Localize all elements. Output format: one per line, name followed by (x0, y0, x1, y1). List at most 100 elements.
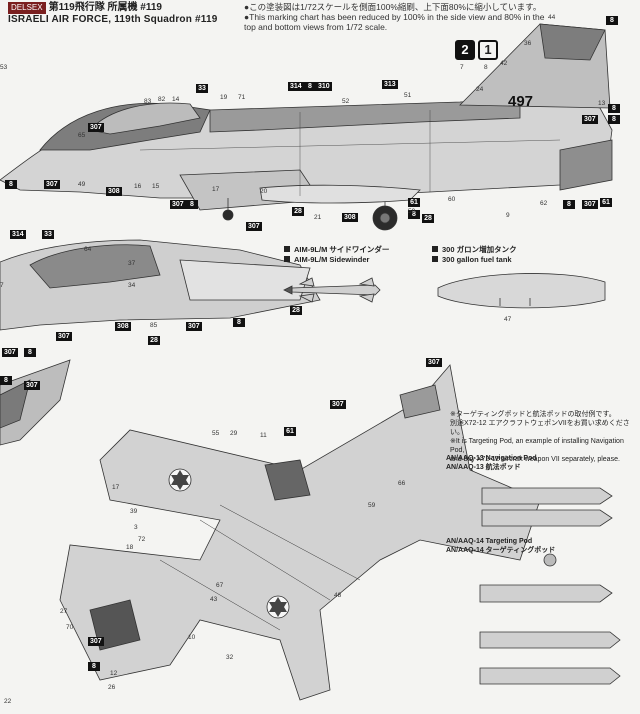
marking-badge-1: 1 (478, 40, 498, 60)
part-number: 44 (548, 14, 556, 21)
callout-tag: 307 (88, 637, 104, 646)
part-number: 21 (314, 214, 322, 221)
pod-note-jp-2: 別途X72-12 エアクラフトウェポンVIIをお買い求めください。 (450, 420, 630, 436)
navigation-pod-drawings (481, 487, 613, 527)
part-number: 39 (130, 508, 138, 515)
part-number: 8 (484, 64, 488, 71)
callout-tag: 8 (24, 348, 36, 357)
callout-tag: 28 (292, 207, 304, 216)
callout-tag: 8 (606, 16, 618, 25)
part-number: 49 (78, 181, 86, 188)
part-number: 18 (126, 544, 134, 551)
callout-tag: 307 (186, 322, 202, 331)
part-number: 53 (0, 64, 8, 71)
callout-tag: 8 (608, 104, 620, 113)
part-number: 71 (238, 94, 246, 101)
jp-title: 第119飛行隊 所属機 #119 (48, 2, 162, 13)
part-number: 10 (188, 634, 196, 641)
part-number: 67 (216, 582, 224, 589)
callout-tag: 33 (42, 230, 54, 239)
callout-tag: 308 (115, 322, 131, 331)
part-number: 7 (460, 64, 464, 71)
part-number: 26 (108, 684, 116, 691)
callout-tag: 8 (186, 200, 198, 209)
part-number: 59 (368, 502, 376, 509)
part-number: 3 (134, 524, 138, 531)
callout-tag: 307 (582, 115, 598, 124)
callout-tag: 28 (422, 214, 434, 223)
marking-badge-2: 2 (455, 40, 475, 60)
callout-tag: 307 (170, 200, 186, 209)
part-number: 47 (504, 316, 512, 323)
part-number: 72 (138, 536, 146, 543)
part-number: 42 (500, 60, 508, 67)
callout-tag: 28 (148, 336, 160, 345)
callout-tag: 61 (284, 427, 296, 436)
legend-aim9-jp-text: AIM-9L/M サイドワインダー (294, 245, 390, 254)
part-number: 9 (506, 212, 510, 219)
callout-tag: 307 (88, 123, 104, 132)
part-number: 36 (524, 40, 532, 47)
legend-aim9-en: AIM-9L/M Sidewinder (284, 255, 369, 264)
part-number: 51 (404, 92, 412, 99)
part-number: 64 (84, 246, 92, 253)
tail-number-graphic: 497 (508, 93, 533, 110)
part-number: 17 (212, 186, 220, 193)
part-number: 65 (78, 132, 86, 139)
part-number: 37 (128, 260, 136, 267)
fuel-tank-drawing (437, 273, 606, 309)
part-number: 11 (260, 432, 267, 439)
callout-tag: 307 (44, 180, 60, 189)
tgt-pod-jp: AN/AAQ-14 ターゲティングポッド (446, 546, 556, 554)
tgt-pod-en: AN/AAQ-14 Targeting Pod (446, 538, 533, 545)
callout-tag: 313 (382, 80, 398, 89)
legend-tank-en: 300 gallon fuel tank (432, 255, 512, 264)
part-number: 24 (476, 86, 484, 93)
left-partial-wing (0, 359, 71, 446)
part-number: 83 (144, 98, 152, 105)
part-number: 15 (152, 183, 160, 190)
part-number: 70 (66, 624, 74, 631)
part-number: 55 (212, 430, 220, 437)
scale-note-en-2: top and bottom views from 1/72 scale. (244, 22, 388, 32)
legend-tank-jp: 300 ガロン増加タンク (432, 245, 517, 254)
pod-note-jp-1: ※ターゲティングポッドと航法ポッドの取付例です。 (450, 411, 616, 418)
sidewinder-drawing (283, 277, 381, 303)
part-number: 14 (172, 96, 180, 103)
callout-tag: 8 (88, 662, 100, 671)
callout-tag: 8 (0, 376, 12, 385)
callout-tag: 314 (10, 230, 26, 239)
callout-tag: 33 (196, 84, 208, 93)
part-number: 60 (448, 196, 456, 203)
pod-note-en-2: and buy X72-12 aircraft weapon VII separ… (450, 456, 620, 463)
side-view-aircraft (0, 23, 613, 231)
part-number: 66 (398, 480, 406, 487)
callout-tag: 61 (600, 198, 612, 207)
part-number: 82 (158, 96, 166, 103)
part-number: 20 (260, 188, 268, 195)
part-number: 43 (210, 596, 218, 603)
legend-aim9-en-text: AIM-9L/M Sidewinder (294, 255, 370, 264)
callout-tag: 307 (582, 200, 598, 209)
part-number: 32 (226, 654, 234, 661)
callout-tag: 307 (330, 400, 346, 409)
callout-tag: 8 (233, 318, 245, 327)
callout-tag: 8 (304, 82, 316, 91)
part-number: 19 (220, 94, 228, 101)
part-number: 12 (110, 670, 118, 677)
callout-tag: 8 (608, 115, 620, 124)
callout-tag: 307 (56, 332, 72, 341)
nav-pod-label: AN/AAQ-13 Navigation Pod AN/AAQ-13 航法ポッド (446, 455, 537, 472)
nav-pod-jp: AN/AAQ-13 航法ポッド (446, 463, 521, 471)
part-number: 85 (150, 322, 158, 329)
callout-tag: 307 (24, 381, 40, 390)
scale-note-en-1: ●This marking chart has been reduced by … (244, 12, 545, 22)
callout-tag: 8 (408, 210, 420, 219)
part-number: 48 (334, 592, 342, 599)
legend-tank-en-text: 300 gallon fuel tank (442, 255, 512, 264)
part-number: 17 (112, 484, 120, 491)
scale-note: ●この塗装図は1/72スケールを側面100%縮刷、上下面80%に縮小しています。… (244, 2, 634, 32)
